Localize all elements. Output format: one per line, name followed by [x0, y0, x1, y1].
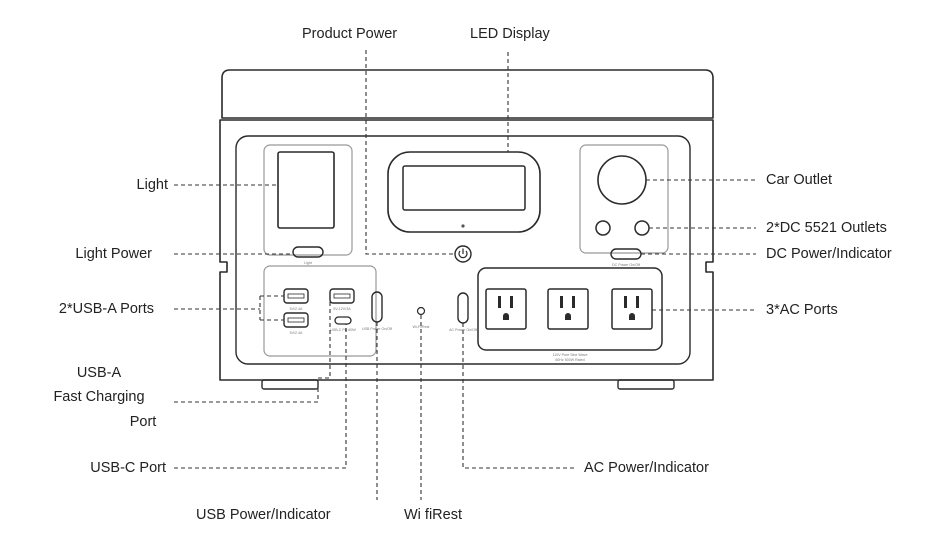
- dc-module: [579, 144, 669, 254]
- leader-usba-ports: [174, 295, 284, 321]
- leader-usbc: [174, 324, 347, 469]
- label-dc-power: DC Power/Indicator: [766, 246, 892, 262]
- light-lamp: [277, 151, 335, 229]
- leader-usba-fast: [174, 296, 331, 403]
- ac-module: [477, 267, 663, 351]
- ac-port-2: [547, 288, 589, 330]
- ac-panel-text-2: 60Hz 500W Rated: [555, 358, 584, 362]
- leader-lines: [174, 50, 756, 500]
- usbafast-panel-text: 5V-12V/3A: [333, 307, 351, 311]
- left-foot: [261, 379, 319, 390]
- product-power-button: [454, 245, 472, 263]
- ac-port-1: [485, 288, 527, 330]
- usbc-panel-text: USB-C PD 60W: [330, 328, 356, 332]
- label-ac-ports: 3*AC Ports: [766, 302, 838, 318]
- usbc-port: [334, 316, 352, 325]
- right-foot: [617, 379, 675, 390]
- light-power-button: [292, 246, 324, 258]
- label-light-power: Light Power: [75, 246, 152, 262]
- led-display-bezel: [387, 151, 541, 233]
- display-dot: [461, 224, 465, 228]
- label-led-display: LED Display: [470, 26, 550, 42]
- label-ac-power: AC Power/Indicator: [584, 460, 709, 476]
- label-usba-fast-line2: Fast Charging: [53, 389, 145, 405]
- lid: [221, 69, 714, 119]
- usba1-panel-text: 5V/2.4A: [290, 307, 303, 311]
- dc-outlet-1: [595, 220, 611, 236]
- dc-panel-text: DC Power On/Off: [612, 263, 640, 267]
- label-usba-fast-line1: USB-A: [76, 365, 122, 381]
- leader-ac-power: [462, 323, 575, 469]
- usb-module: [263, 265, 377, 357]
- label-usb-power: USB Power/Indicator: [196, 507, 331, 523]
- label-wifi-rest: Wi fiRest: [404, 507, 462, 523]
- body-outline: [219, 119, 714, 381]
- label-car-outlet: Car Outlet: [766, 172, 833, 188]
- light-panel-text: Light: [304, 261, 312, 265]
- label-usbc-port: USB-C Port: [90, 460, 166, 476]
- usba2-panel-text: 5V/2.4A: [290, 331, 303, 335]
- ac-prongs: [498, 296, 639, 320]
- label-product-power: Product Power: [302, 26, 398, 42]
- ac-port-3: [611, 288, 653, 330]
- light-module: [263, 144, 353, 256]
- label-dc-outlets: 2*DC 5521 Outlets: [766, 220, 887, 236]
- power-icon: [458, 250, 468, 259]
- led-display-screen: [402, 165, 526, 211]
- label-usba-ports: 2*USB-A Ports: [58, 301, 154, 317]
- wifi-reset-button: [416, 306, 426, 316]
- wifi-panel-text: Wi-Fi/Rest: [413, 325, 430, 329]
- label-usba-fast-line3: Port: [129, 414, 157, 430]
- leader-product-power: [365, 50, 455, 255]
- ac-panel-text-1: 110V Pure Sine Wave: [553, 353, 588, 357]
- label-light: Light: [136, 177, 168, 193]
- front-panel: [235, 135, 691, 365]
